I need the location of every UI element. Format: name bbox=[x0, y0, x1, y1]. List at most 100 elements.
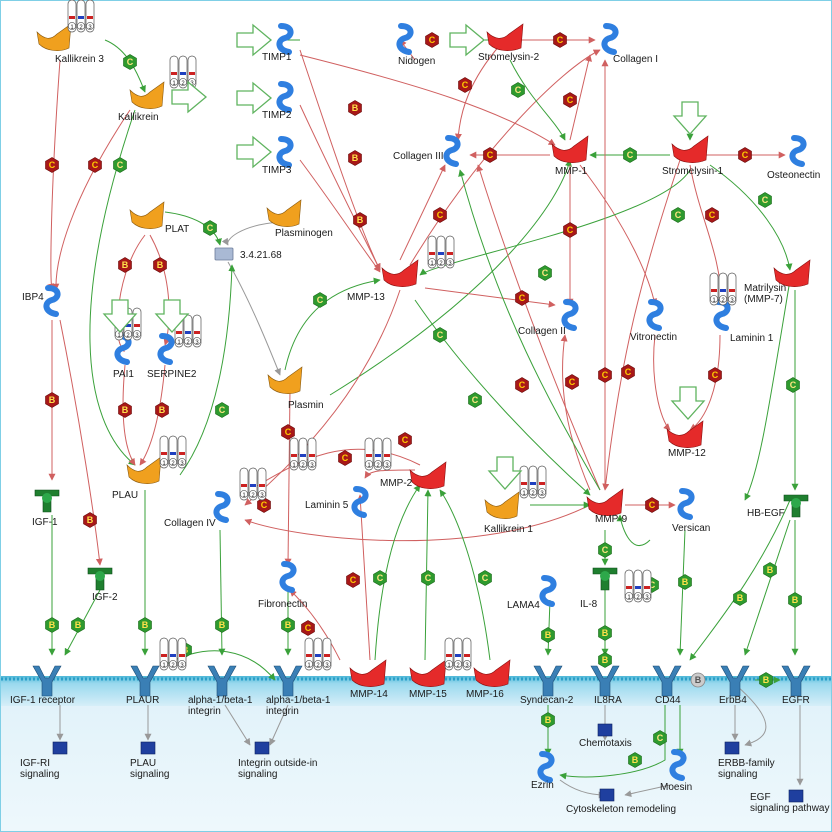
binding-badge-icon: B bbox=[45, 392, 59, 408]
svg-text:C: C bbox=[482, 573, 489, 583]
binding-badge-icon: B bbox=[155, 402, 169, 418]
node-enz: 3.4.21.68 bbox=[214, 247, 282, 261]
node-label: MMP-15 bbox=[409, 689, 447, 700]
svg-text:B: B bbox=[545, 715, 552, 725]
binding-badge-icon: B bbox=[118, 257, 132, 273]
cleavage-badge-icon: C bbox=[758, 192, 772, 208]
node-label: LAMA4 bbox=[507, 600, 540, 611]
svg-text:2: 2 bbox=[181, 81, 185, 87]
cleavage-badge-icon: C bbox=[511, 82, 525, 98]
node-label: MMP-16 bbox=[466, 689, 504, 700]
node-collagen2: Collagen II bbox=[518, 299, 579, 337]
node-label: Chemotaxis bbox=[579, 738, 632, 749]
node-timp1: TIMP1 bbox=[262, 23, 294, 63]
svg-text:1: 1 bbox=[162, 663, 166, 669]
svg-text:B: B bbox=[352, 153, 359, 163]
node-label: HB-EGF bbox=[747, 508, 785, 519]
svg-text:3: 3 bbox=[325, 663, 329, 669]
svg-text:3: 3 bbox=[448, 261, 452, 267]
svg-text:C: C bbox=[657, 733, 664, 743]
node-collagen4: Collagen IV bbox=[164, 491, 231, 529]
expression-arrow-icon bbox=[449, 23, 486, 57]
svg-text:1: 1 bbox=[712, 298, 716, 304]
svg-text:3: 3 bbox=[180, 663, 184, 669]
svg-text:C: C bbox=[542, 268, 549, 278]
node-stromelysin2: Stromelysin-2 bbox=[478, 23, 540, 63]
svg-text:2: 2 bbox=[79, 25, 83, 31]
svg-text:C: C bbox=[462, 80, 469, 90]
svg-text:B: B bbox=[122, 405, 129, 415]
svg-text:3: 3 bbox=[190, 81, 194, 87]
node-chemotaxis: Chemotaxis bbox=[579, 723, 632, 749]
expression-arrow-icon bbox=[154, 299, 190, 333]
cleavage-badge-icon: C bbox=[215, 402, 229, 418]
svg-text:C: C bbox=[472, 395, 479, 405]
svg-text:B: B bbox=[49, 620, 56, 630]
svg-text:3: 3 bbox=[88, 25, 92, 31]
cleavage-badge-icon: C bbox=[786, 377, 800, 393]
binding-badge-icon: B bbox=[628, 752, 642, 768]
binding-badge-icon: B bbox=[598, 652, 612, 668]
node-label: IGF-1 bbox=[32, 517, 58, 528]
cleavage-badge-icon: C bbox=[257, 497, 271, 513]
svg-text:3: 3 bbox=[310, 463, 314, 469]
svg-text:1: 1 bbox=[242, 493, 246, 499]
node-label: Kallikrein 1 bbox=[484, 524, 533, 535]
node-fibronectin: Fibronectin bbox=[258, 561, 307, 610]
node-moesin: Moesin bbox=[660, 749, 692, 793]
svg-text:B: B bbox=[122, 260, 129, 270]
cleavage-badge-icon: C bbox=[478, 570, 492, 586]
svg-text:C: C bbox=[567, 225, 574, 235]
node-cd44: CD44 bbox=[652, 665, 682, 706]
svg-text:B: B bbox=[75, 620, 82, 630]
node-label: Laminin 1 bbox=[730, 333, 774, 344]
node-nidogen: Nidogen bbox=[396, 23, 435, 67]
svg-text:C: C bbox=[219, 405, 226, 415]
node-plat: PLAT bbox=[129, 201, 189, 235]
node-mmp16: MMP-16 bbox=[466, 659, 511, 700]
expression-arrow-icon bbox=[102, 299, 138, 333]
cleavage-badge-icon: C bbox=[538, 265, 552, 281]
cleavage-badge-icon: C bbox=[705, 207, 719, 223]
svg-text:B: B bbox=[763, 675, 770, 685]
svg-text:3: 3 bbox=[180, 461, 184, 467]
svg-text:3: 3 bbox=[540, 491, 544, 497]
node-erbb4: ErbB4 bbox=[719, 665, 750, 706]
binding-badge-icon: B bbox=[153, 257, 167, 273]
cleavage-badge-icon: C bbox=[113, 157, 127, 173]
node-matrilysin: Matrilysin(MMP-7) bbox=[744, 259, 811, 305]
svg-text:2: 2 bbox=[721, 298, 725, 304]
binding-badge-icon: B bbox=[541, 712, 555, 728]
node-label: Ezrin bbox=[531, 780, 554, 791]
svg-text:C: C bbox=[649, 580, 656, 590]
node-label: Fibronectin bbox=[258, 599, 307, 610]
node-label: TIMP1 bbox=[262, 52, 292, 63]
svg-text:C: C bbox=[402, 435, 409, 445]
node-mmp13: MMP-13 bbox=[347, 259, 419, 303]
cleavage-badge-icon: C bbox=[621, 364, 635, 380]
binding-badge-icon: B bbox=[733, 590, 747, 606]
svg-text:3: 3 bbox=[730, 298, 734, 304]
cleavage-badge-icon: C bbox=[281, 424, 295, 440]
svg-text:C: C bbox=[261, 500, 268, 510]
node-egfr: EGFR bbox=[781, 665, 811, 706]
cleavage-badge-icon: C bbox=[483, 147, 497, 163]
node-hbegf: HB-EGF bbox=[747, 494, 809, 519]
svg-text:C: C bbox=[625, 367, 632, 377]
node-laminin5: Laminin 5 bbox=[305, 486, 369, 518]
svg-text:1: 1 bbox=[430, 261, 434, 267]
node-label: Matrilysin(MMP-7) bbox=[744, 283, 786, 305]
node-label: IGF-2 bbox=[92, 592, 118, 603]
cleavage-badge-icon: C bbox=[313, 292, 327, 308]
